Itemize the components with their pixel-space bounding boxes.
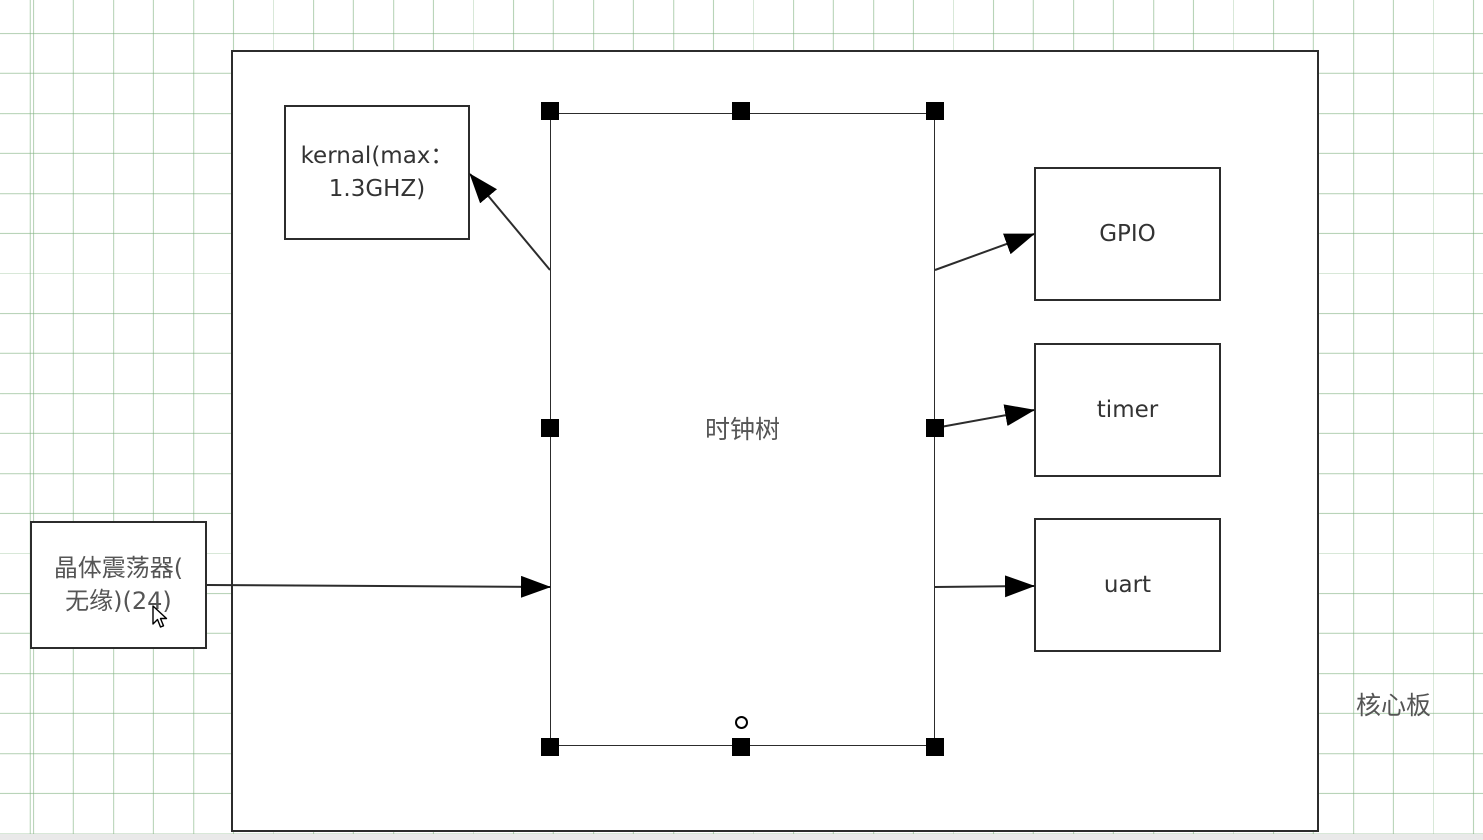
resize-handle-left[interactable] — [541, 419, 559, 437]
uart-label: uart — [1103, 571, 1152, 598]
resize-handle-bottom-left[interactable] — [541, 738, 559, 756]
kernal-node[interactable]: kernal(max： 1.3GHZ) — [284, 105, 470, 240]
timer-label: timer — [1096, 396, 1159, 423]
clock-tree-node[interactable]: 时钟树 — [550, 113, 935, 746]
mouse-pointer-icon — [152, 605, 168, 628]
resize-handle-bottom-right[interactable] — [926, 738, 944, 756]
gpio-label: GPIO — [1099, 220, 1156, 247]
resize-handle-top-left[interactable] — [541, 102, 559, 120]
timer-node[interactable]: timer — [1034, 343, 1221, 477]
resize-handle-bottom[interactable] — [732, 738, 750, 756]
gpio-node[interactable]: GPIO — [1034, 167, 1221, 301]
core-board-label: 核心板 — [1356, 691, 1432, 720]
uart-node[interactable]: uart — [1034, 518, 1221, 652]
resize-handle-top-right[interactable] — [926, 102, 944, 120]
resize-handle-top[interactable] — [732, 102, 750, 120]
clock-tree-label: 时钟树 — [704, 415, 780, 444]
rotate-handle-icon[interactable] — [735, 716, 748, 729]
resize-handle-right[interactable] — [926, 419, 944, 437]
kernal-label: kernal(max： 1.3GHZ) — [300, 142, 454, 202]
oscillator-node[interactable]: 晶体震荡器( 无缘)(24) — [30, 521, 207, 649]
